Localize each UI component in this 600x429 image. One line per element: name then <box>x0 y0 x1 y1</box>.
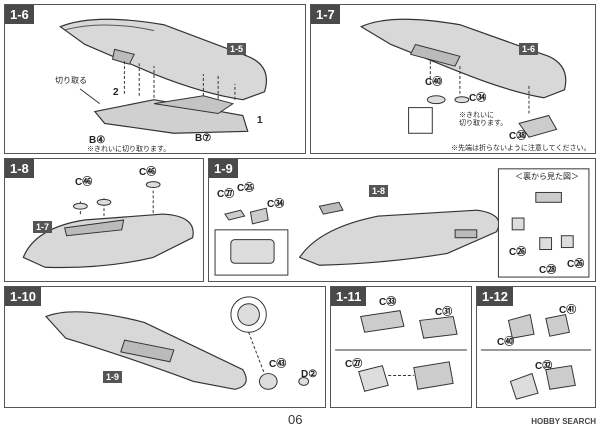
order-number-2: 2 <box>113 87 119 98</box>
part-c40-label: C㊵ <box>425 77 443 88</box>
part-c34-label: C㉞ <box>267 199 285 210</box>
part-b4-label: B④ <box>89 135 106 146</box>
reference-part-tag: 1-7 <box>33 221 53 233</box>
part-c25-label: C㉕ <box>237 183 255 194</box>
step-panel-1-7: 1-7 1-6 C㊵ C㉞ C㊳ ※きれいに 切り取ります。 ※先端は折らないよ… <box>310 4 596 154</box>
part-c40-label: C㊵ <box>497 337 515 348</box>
part-c27-label: C㉗ <box>217 189 235 200</box>
part-d2-label: D② <box>301 369 318 380</box>
step-panel-1-6: 1-6 1-5 切り取る B④ B⑦ 2 1 ※きれいに切り取ります。 <box>4 4 306 154</box>
part-c41-label: C㊶ <box>559 305 577 316</box>
watermark-logo: HOBBY SEARCH <box>531 417 596 426</box>
assembly-illustration <box>22 181 194 269</box>
step-number: 1-8 <box>5 159 34 178</box>
part-c43-label: C㊸ <box>269 359 287 370</box>
order-number-1: 1 <box>257 115 263 126</box>
part-c27-label: C㉗ <box>345 359 363 370</box>
step-panel-1-11: 1-11 C㉝ C㉛ C㉗ <box>330 286 472 408</box>
cut-note-line-1: ※きれいに <box>459 112 494 119</box>
cut-note-line-2: 切り取ります。 <box>459 120 508 127</box>
tip-caution-note: ※先端は折らないように注意してください。 <box>451 145 591 152</box>
reference-part-tag: 1-5 <box>227 43 247 55</box>
assembly-illustration <box>480 313 592 400</box>
step-panel-1-10: 1-10 1-9 C㊸ D② <box>4 286 326 408</box>
step-number: 1-9 <box>209 159 238 178</box>
assembly-illustration <box>59 18 268 134</box>
step-panel-1-8: 1-8 1-7 C㊻ C㊻ <box>4 158 204 282</box>
reference-part-tag: 1-9 <box>103 371 123 383</box>
part-c26-label: C㉖ <box>509 247 527 258</box>
assembly-illustration <box>359 18 567 138</box>
step-panel-1-12: 1-12 C㊶ C㊵ C㉜ <box>476 286 596 408</box>
part-c26-label-2: C㉖ <box>567 259 585 270</box>
page-number: 06 <box>288 412 303 427</box>
part-c32-label: C㉜ <box>535 361 553 372</box>
part-c38-label: C㊳ <box>509 131 527 142</box>
reference-part-tag: 1-6 <box>519 43 539 55</box>
step-number: 1-7 <box>311 5 340 24</box>
part-c34-label: C㉞ <box>469 93 487 104</box>
assembly-illustration <box>44 296 310 390</box>
step-number: 1-10 <box>5 287 42 306</box>
part-c28-label: C㉘ <box>539 265 557 276</box>
part-c33-label: C㉝ <box>379 297 397 308</box>
assembly-illustration <box>335 310 467 392</box>
part-b7-label: B⑦ <box>195 133 212 144</box>
reference-part-tag: 1-8 <box>369 185 389 197</box>
part-c46-label: C㊻ <box>75 177 93 188</box>
cut-label: 切り取る <box>55 76 87 85</box>
part-c46-label-2: C㊻ <box>139 167 157 178</box>
step-number: 1-6 <box>5 5 34 24</box>
part-c31-label: C㉛ <box>435 307 453 318</box>
step-number: 1-11 <box>331 287 367 306</box>
assembly-illustration <box>214 168 590 278</box>
step-number: 1-12 <box>477 287 514 306</box>
back-view-title: ＜裏から見た図＞ <box>515 172 579 181</box>
step-panel-1-9: 1-9 1-8 C㉗ C㉕ C㉞ ＜裏から見た図＞ C㉖ C㉘ C㉖ <box>208 158 596 282</box>
cut-note: ※きれいに切り取ります。 <box>87 146 171 153</box>
